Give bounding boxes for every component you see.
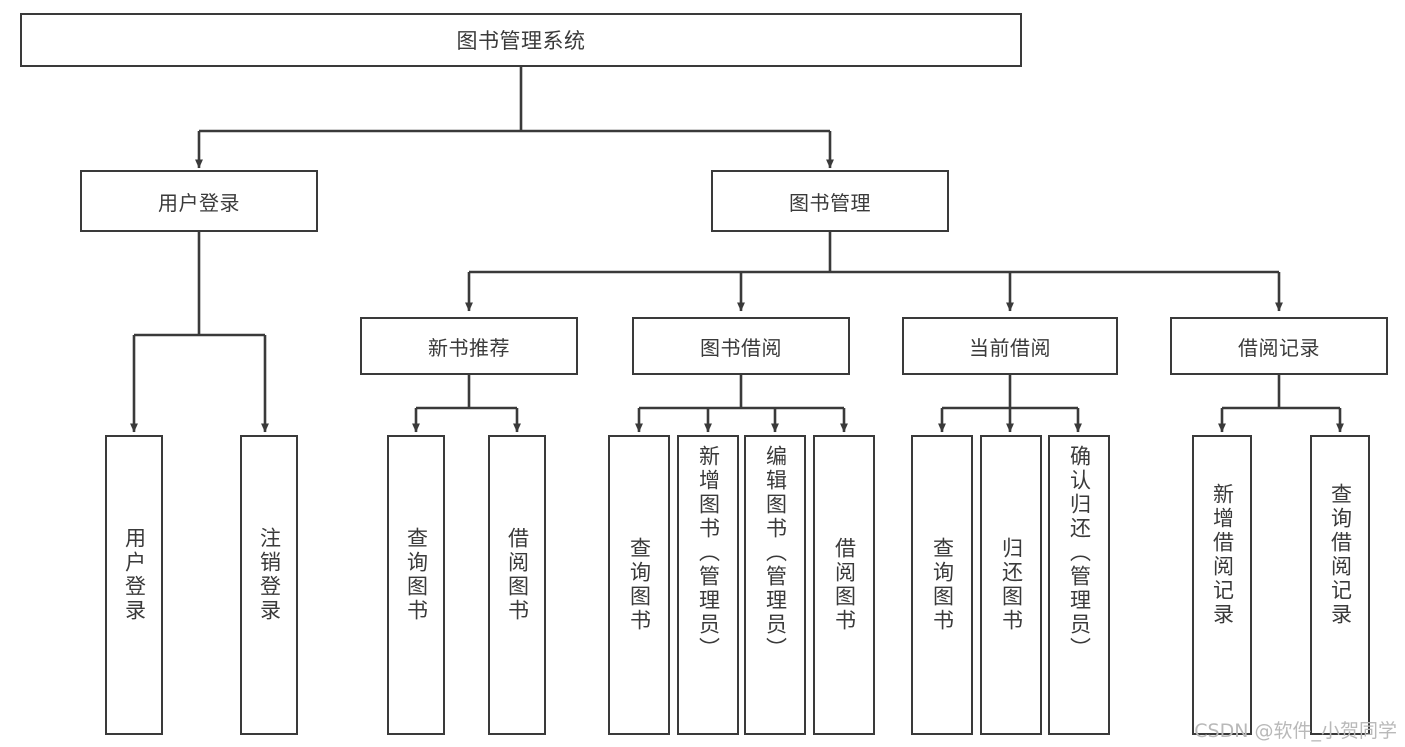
node-label: 归还图书 — [999, 537, 1024, 633]
node-book-management[interactable]: 图书管理 — [711, 170, 949, 232]
node-label: 查询图书 — [930, 537, 955, 633]
leaf-add-book-admin[interactable]: 新增图书（管理员） — [677, 435, 739, 735]
leaf-query-borrow-record[interactable]: 查询借阅记录 — [1310, 435, 1370, 735]
node-label: 图书借阅 — [700, 335, 782, 360]
leaf-query-book-recommend[interactable]: 查询图书 — [387, 435, 445, 735]
node-label: 编辑图书（管理员） — [763, 445, 788, 661]
node-label: 图书管理系统 — [456, 29, 586, 53]
leaf-borrow-book[interactable]: 借阅图书 — [813, 435, 875, 735]
node-label: 借阅记录 — [1238, 335, 1320, 360]
node-label: 新增借阅记录 — [1210, 483, 1235, 627]
node-label: 查询图书 — [627, 537, 652, 633]
leaf-query-book-borrow[interactable]: 查询图书 — [608, 435, 670, 735]
node-label: 当前借阅 — [969, 335, 1051, 360]
node-label: 借阅图书 — [505, 527, 530, 623]
node-new-book-recommend[interactable]: 新书推荐 — [360, 317, 578, 375]
node-label: 查询借阅记录 — [1328, 483, 1353, 627]
csdn-watermark: CSDN @软件_小贺同学 — [1194, 720, 1397, 742]
leaf-borrow-book-recommend[interactable]: 借阅图书 — [488, 435, 546, 735]
node-label: 确认归还（管理员） — [1067, 445, 1092, 661]
node-label: 新书推荐 — [428, 335, 510, 360]
leaf-add-borrow-record[interactable]: 新增借阅记录 — [1192, 435, 1252, 735]
node-label: 借阅图书 — [832, 537, 857, 633]
leaf-confirm-return-admin[interactable]: 确认归还（管理员） — [1048, 435, 1110, 735]
node-label: 注销登录 — [257, 527, 282, 623]
leaf-edit-book-admin[interactable]: 编辑图书（管理员） — [744, 435, 806, 735]
leaf-return-book[interactable]: 归还图书 — [980, 435, 1042, 735]
leaf-logout-login[interactable]: 注销登录 — [240, 435, 298, 735]
node-book-borrow[interactable]: 图书借阅 — [632, 317, 850, 375]
node-root-system[interactable]: 图书管理系统 — [20, 13, 1022, 67]
node-borrow-record[interactable]: 借阅记录 — [1170, 317, 1388, 375]
leaf-user-login[interactable]: 用户登录 — [105, 435, 163, 735]
node-user-login[interactable]: 用户登录 — [80, 170, 318, 232]
leaf-query-book-current[interactable]: 查询图书 — [911, 435, 973, 735]
node-label: 查询图书 — [404, 527, 429, 623]
node-label: 图书管理 — [789, 190, 871, 215]
node-label: 用户登录 — [158, 190, 240, 215]
node-current-borrow[interactable]: 当前借阅 — [902, 317, 1118, 375]
node-label: 新增图书（管理员） — [696, 445, 721, 661]
node-label: 用户登录 — [122, 527, 147, 623]
